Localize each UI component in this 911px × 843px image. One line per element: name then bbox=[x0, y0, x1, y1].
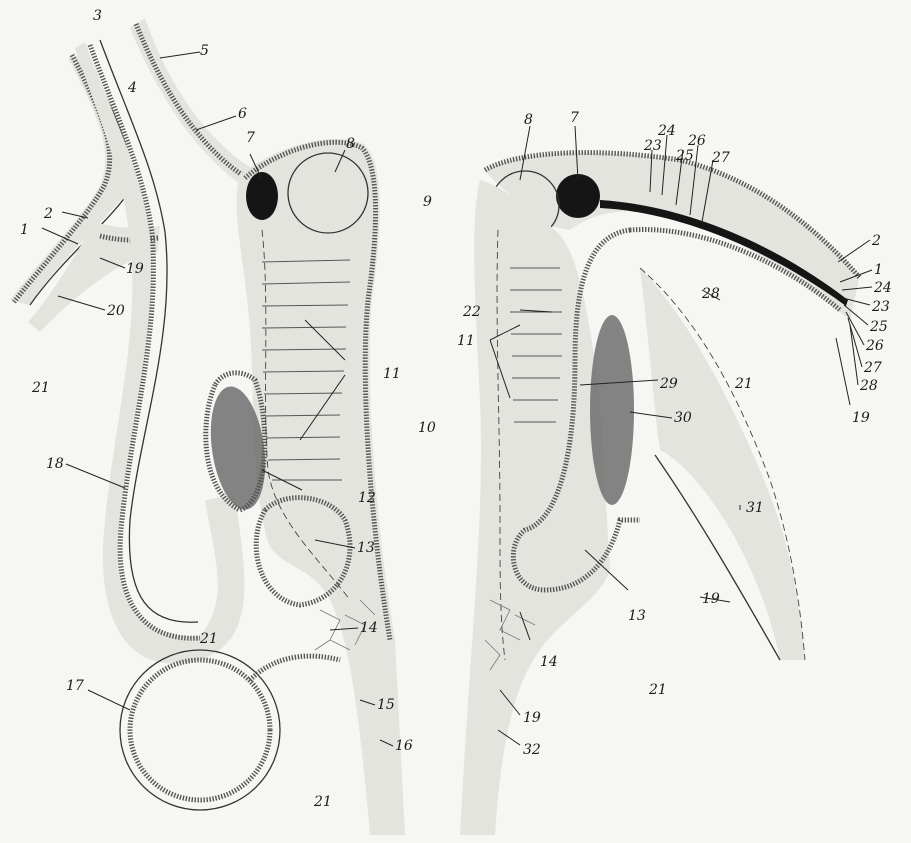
label-26-right: 26 bbox=[865, 338, 884, 354]
label-5: 5 bbox=[200, 43, 209, 59]
label-8-right: 8 bbox=[524, 112, 533, 128]
label-25-top: 25 bbox=[675, 148, 694, 164]
label-16: 16 bbox=[395, 738, 413, 754]
label-19-right-edge: 19 bbox=[852, 410, 870, 426]
label-3: 3 bbox=[93, 8, 102, 24]
label-26-top: 26 bbox=[687, 133, 706, 149]
label-13-right: 13 bbox=[628, 608, 646, 624]
label-10: 10 bbox=[418, 420, 436, 436]
label-23-right: 23 bbox=[871, 299, 890, 315]
label-31: 31 bbox=[746, 500, 764, 516]
right-main-body bbox=[460, 180, 610, 835]
label-28-inner: 28 bbox=[701, 286, 720, 302]
label-27-right: 27 bbox=[863, 360, 882, 376]
label-22: 22 bbox=[462, 304, 481, 320]
label-19-bottom: 19 bbox=[523, 710, 541, 726]
label-21-b: 21 bbox=[199, 631, 218, 647]
label-32: 32 bbox=[523, 742, 541, 758]
label-1-right: 1 bbox=[874, 262, 883, 278]
label-13-left: 13 bbox=[357, 540, 375, 556]
label-23-top: 23 bbox=[643, 138, 662, 154]
right-grey-region-30 bbox=[590, 315, 634, 505]
label-2-right: 2 bbox=[871, 233, 881, 249]
left-strand-5-6 bbox=[130, 18, 262, 190]
label-9: 9 bbox=[423, 194, 432, 210]
label-4: 4 bbox=[127, 80, 137, 96]
label-14-right: 14 bbox=[540, 654, 558, 670]
label-17: 17 bbox=[66, 678, 84, 694]
label-18: 18 bbox=[46, 456, 64, 472]
label-24-top: 24 bbox=[657, 123, 676, 139]
right-figure bbox=[460, 153, 860, 835]
label-6: 6 bbox=[238, 106, 247, 122]
label-11-left: 11 bbox=[383, 366, 401, 382]
left-bulb-outline bbox=[120, 650, 280, 810]
label-21-d: 21 bbox=[734, 376, 753, 392]
label-27-top: 27 bbox=[711, 150, 730, 166]
left-bulb-17 bbox=[130, 660, 270, 800]
label-30: 30 bbox=[674, 410, 692, 426]
label-2-left: 2 bbox=[43, 206, 53, 222]
label-28-right: 28 bbox=[859, 378, 878, 394]
label-19-band: 19 bbox=[702, 591, 720, 607]
label-24-right: 24 bbox=[873, 280, 892, 296]
label-21-e: 21 bbox=[648, 682, 667, 698]
label-7-right: 7 bbox=[570, 110, 579, 126]
label-12: 12 bbox=[358, 490, 376, 506]
label-19-left: 19 bbox=[126, 261, 144, 277]
labels: 3 4 5 6 7 8 9 2 1 19 20 21 11 10 18 12 1… bbox=[20, 8, 892, 810]
label-15: 15 bbox=[377, 697, 395, 713]
label-7-left: 7 bbox=[246, 130, 255, 146]
label-21-a: 21 bbox=[31, 380, 50, 396]
label-11-right: 11 bbox=[457, 333, 475, 349]
left-bulb-neck bbox=[250, 656, 340, 680]
label-1-left: 1 bbox=[20, 222, 29, 238]
label-20: 20 bbox=[106, 303, 125, 319]
label-29: 29 bbox=[659, 376, 678, 392]
label-14-left: 14 bbox=[360, 620, 378, 636]
label-25-right: 25 bbox=[869, 319, 888, 335]
label-8-left: 8 bbox=[346, 136, 355, 152]
right-dark-node-7 bbox=[556, 174, 600, 218]
label-21-c: 21 bbox=[313, 794, 332, 810]
